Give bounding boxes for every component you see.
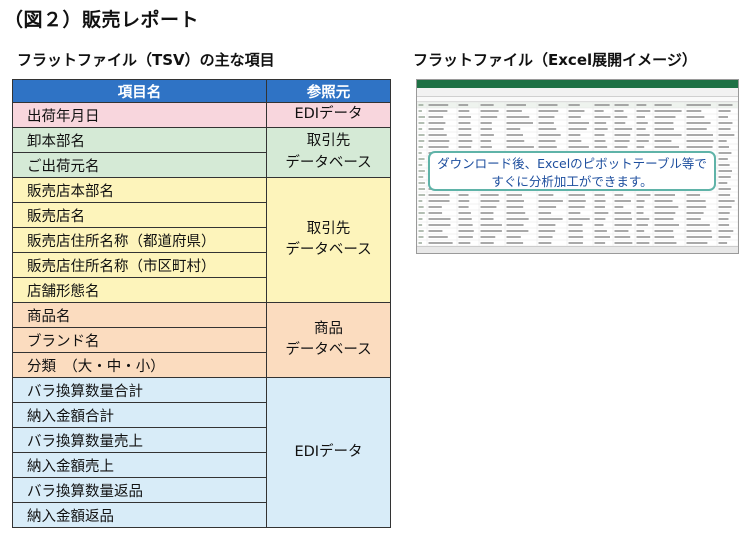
header-item-name: 項目名	[12, 79, 267, 103]
source-line: 商品	[314, 320, 343, 337]
item-cell: ご出荷元名	[12, 152, 267, 178]
excel-image-heading: フラットファイル（Excel展開イメージ）	[413, 51, 697, 69]
callout-line: すぐに分析加工ができます。	[491, 174, 653, 189]
figure-title: （図２）販売レポート	[4, 9, 200, 31]
source-line: データベース	[285, 242, 372, 258]
item-cell: 販売店名	[12, 202, 267, 228]
source-line: データベース	[285, 154, 372, 171]
tsv-items-heading: フラットファイル（TSV）の主な項目	[17, 51, 275, 69]
table-row: 商品名 商品 データベース	[12, 302, 391, 378]
source-line: 取引先	[306, 220, 351, 237]
item-cell: 納入金額合計	[12, 402, 267, 428]
item-cell: バラ換算数量返品	[12, 477, 267, 503]
item-cell: 商品名	[12, 302, 267, 328]
item-cell: 卸本部名	[12, 127, 267, 153]
source-cell: 取引先 データベース	[266, 177, 391, 303]
item-cell: 納入金額売上	[12, 452, 267, 478]
excel-callout: ダウンロード後、Excelのピボットテーブル等で すぐに分析加工ができます。	[428, 151, 716, 191]
item-cell: 販売店住所名称（都道府県）	[12, 227, 267, 253]
table-header-row: 項目名 参照元	[12, 79, 391, 103]
item-cell: 納入金額返品	[12, 502, 267, 528]
table-row: 販売店本部名 取引先 データベース	[12, 177, 391, 303]
source-cell: EDIデータ	[266, 377, 391, 528]
item-cell: 出荷年月日	[12, 102, 267, 128]
item-cell: 分類 （大・中・小）	[12, 352, 267, 378]
source-cell: 取引先 データベース	[266, 127, 391, 178]
item-cell: バラ換算数量売上	[12, 427, 267, 453]
item-cell: 販売店本部名	[12, 177, 267, 203]
excel-ribbon	[417, 88, 738, 97]
header-source: 参照元	[266, 79, 391, 103]
item-cell: バラ換算数量合計	[12, 377, 267, 403]
item-cell: ブランド名	[12, 327, 267, 353]
source-line: 取引先	[306, 133, 351, 150]
callout-line: ダウンロード後、Excelのピボットテーブル等で	[437, 156, 707, 171]
table-row: 出荷年月日 EDIデータ	[12, 102, 391, 128]
excel-status-bar	[417, 246, 738, 253]
excel-title-bar	[417, 80, 738, 88]
table-row: 卸本部名 取引先 データベース	[12, 127, 391, 178]
source-cell: 商品 データベース	[266, 302, 391, 378]
table-row: バラ換算数量合計 EDIデータ	[12, 377, 391, 528]
source-cell: EDIデータ	[266, 102, 391, 128]
excel-formula-bar	[417, 97, 738, 102]
item-cell: 店舗形態名	[12, 277, 267, 303]
source-line: データベース	[285, 342, 372, 358]
item-cell: 販売店住所名称（市区町村）	[12, 252, 267, 278]
flat-file-items-table: 項目名 参照元 出荷年月日 EDIデータ 卸本部名 取引先 データベース ご出荷…	[12, 79, 391, 528]
